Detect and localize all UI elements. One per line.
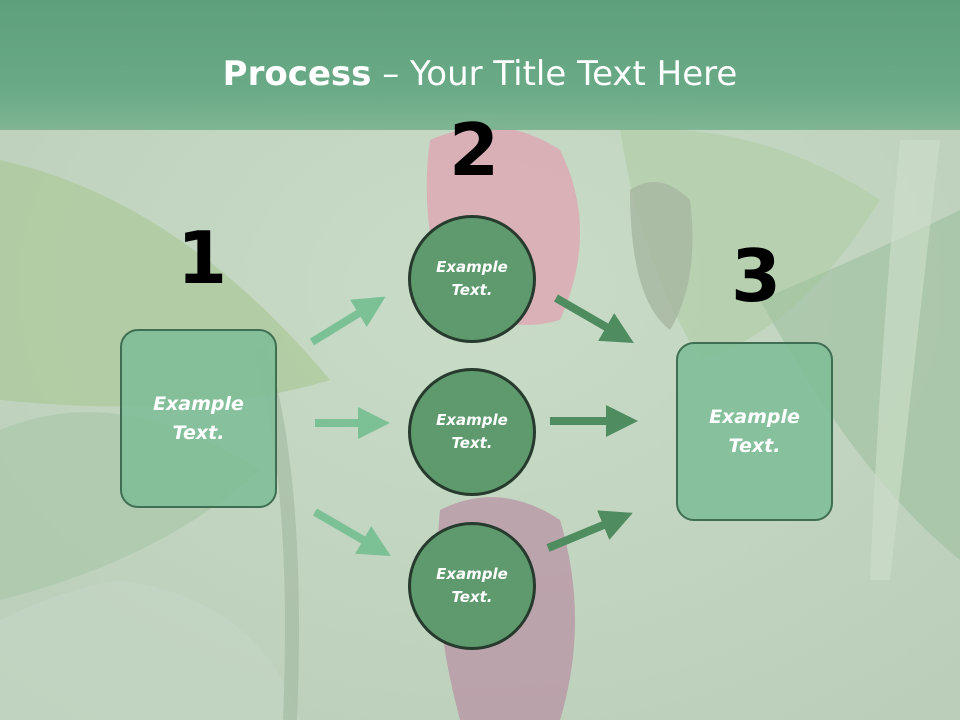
step-number-3: 3 [731,234,782,318]
title-strong: Process [222,54,372,94]
slide-title: Process – Your Title Text Here [0,50,960,98]
circle-bottom-line2: Text. [451,588,493,606]
step-2-circle-bottom: Example Text. [408,522,536,650]
circle-top-line2: Text. [451,281,493,299]
arrow-1-to-top [309,296,386,346]
step-2-circle-top: Example Text. [408,215,536,343]
step-3-text-line2: Text. [728,434,781,457]
step-2-circle-middle: Example Text. [408,368,536,496]
title-rest: Your Title Text Here [410,54,738,94]
step-3-text-line1: Example [709,405,800,428]
circle-bottom-line1: Example [436,565,508,583]
arrow-bottom-to-3 [546,510,633,552]
circle-middle-line2: Text. [451,434,493,452]
step-number-2: 2 [449,108,500,192]
title-dash: – [371,54,411,94]
circle-middle-line1: Example [436,411,508,429]
arrow-top-to-3 [553,294,634,344]
arrow-1-to-bottom [312,508,391,557]
step-1-text-line2: Text. [172,421,225,444]
step-number-1: 1 [177,216,228,300]
circle-top-line1: Example [436,258,508,276]
title-band [0,0,960,130]
step-1-box: Example Text. [120,329,277,508]
step-1-text-line1: Example [153,392,244,415]
step-3-box: Example Text. [676,342,833,521]
